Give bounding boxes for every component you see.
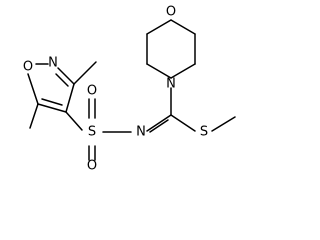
atom-isoxazole-oxygen: O: [23, 60, 33, 75]
bond-sulfonyl-s-ring-c4: [65, 111, 83, 131]
atom-labels: O N N O S O O N S: [23, 5, 208, 172]
bond-amidine-c-imine-n-b: [149, 119, 169, 133]
bonds: [27, 19, 236, 161]
bond-isox-o-c5: [27, 73, 39, 105]
atom-sulfonyl-oxygen-bottom: O: [87, 159, 97, 172]
bond-amidine-c-imine-n-a: [146, 114, 172, 132]
atom-sulfonyl-sulfur: S: [88, 125, 96, 140]
bond-morph-n-c3: [170, 63, 196, 79]
bond-isox-c4-c3: [65, 83, 75, 113]
atom-morpholine-nitrogen: N: [166, 77, 176, 92]
bond-thio-s-methyl: [211, 116, 236, 132]
atom-sulfonyl-oxygen-top: O: [87, 84, 97, 99]
bond-isox-c5-methyl: [29, 103, 39, 129]
bond-isox-c3-n-a: [57, 67, 75, 85]
atom-thioether-sulfur: S: [200, 125, 208, 140]
bond-isox-c5-c4-b: [41, 98, 63, 106]
bond-morph-c4-o: [170, 19, 196, 35]
bond-isox-c3-methyl: [73, 61, 97, 85]
atom-morpholine-oxygen: O: [166, 5, 176, 20]
bond-morph-c2-n: [146, 63, 172, 79]
atom-isoxazole-nitrogen: N: [48, 56, 58, 71]
chemical-structure-diagram: O N N O S O O N S: [23, 5, 236, 172]
bond-isox-c5-c4-a: [37, 103, 67, 113]
atom-imine-nitrogen: N: [136, 125, 146, 140]
bond-amidine-c-thio-s: [170, 114, 196, 132]
bond-isox-c3-n-b: [55, 73, 69, 87]
bond-morph-o-c1: [146, 19, 172, 35]
